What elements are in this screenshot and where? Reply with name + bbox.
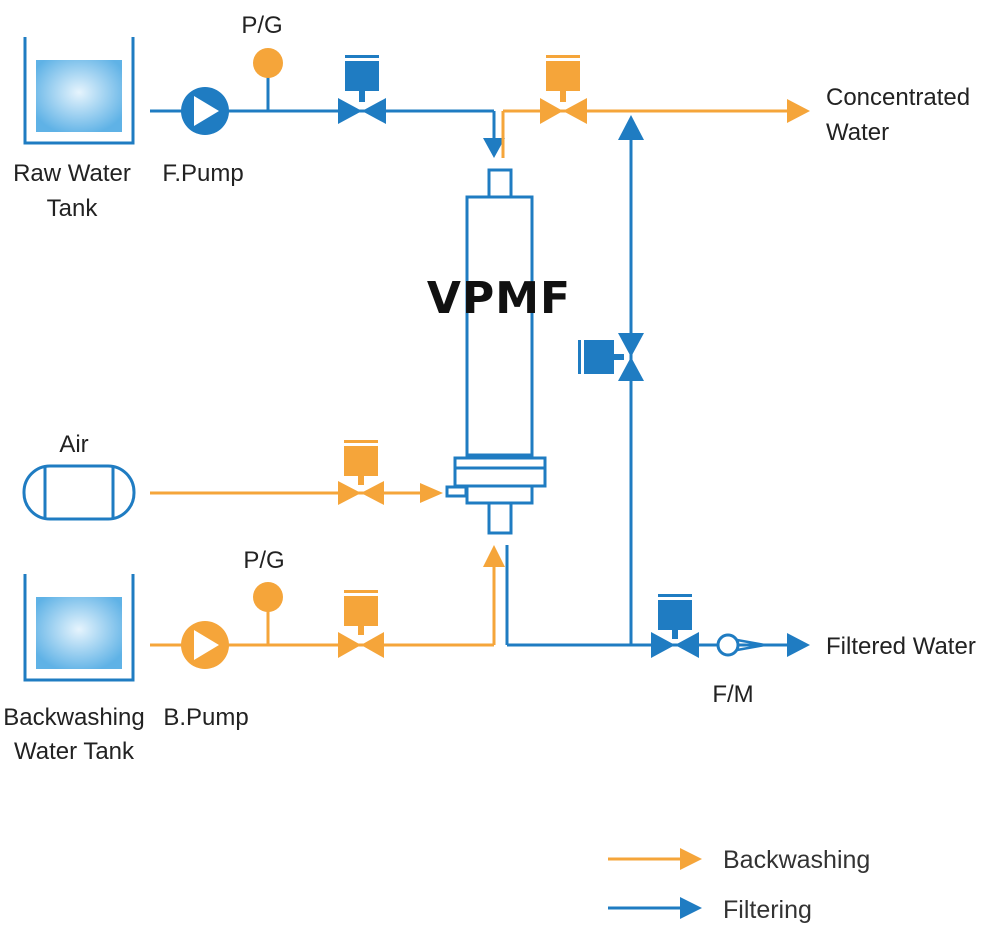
backwash-pump-label: B.Pump xyxy=(163,704,248,731)
air-valve-icon xyxy=(338,440,384,505)
air-vessel-icon xyxy=(22,464,136,521)
raw-water-tank-label-2: Tank xyxy=(47,195,99,222)
backwashing-tank-label-2: Water Tank xyxy=(14,738,135,765)
flow-meter-icon xyxy=(716,633,766,657)
backwash-pump-icon xyxy=(181,621,229,669)
air-label: Air xyxy=(59,431,88,458)
backwash-inlet-arrow-icon xyxy=(483,545,505,567)
filtered-water-label: Filtered Water xyxy=(826,633,976,660)
vpmf-module xyxy=(445,168,547,535)
raw-water-tank-label-1: Raw Water xyxy=(13,160,131,187)
pressure-gauge-bottom-label: P/G xyxy=(243,547,284,574)
backwashing-tank-label-1: Backwashing xyxy=(3,704,144,731)
concentrated-water-label-2: Water xyxy=(826,119,889,146)
filtrate-valve-icon xyxy=(651,594,699,658)
vpmf-title: VPMF xyxy=(427,273,571,324)
feed-valve-icon xyxy=(338,55,386,124)
filtrate-line xyxy=(505,140,790,647)
air-inlet-arrow-icon xyxy=(420,483,443,503)
backwashing-tank-icon xyxy=(23,574,135,682)
recirculation-valve-icon xyxy=(578,333,644,381)
legend: Backwashing Filtering xyxy=(608,846,870,924)
legend-filtering-arrow-icon xyxy=(680,897,702,919)
concentrate-valve-icon xyxy=(540,55,587,124)
pressure-gauge-bottom-icon xyxy=(253,582,283,612)
feed-pump-label: F.Pump xyxy=(162,160,243,187)
backwash-valve-icon xyxy=(338,590,384,658)
pressure-gauge-top-label: P/G xyxy=(241,12,282,39)
filtered-outlet-arrow-icon xyxy=(787,633,810,657)
concentrate-outlet-arrow-icon xyxy=(787,99,810,123)
recirculation-arrow-up-icon xyxy=(618,115,644,140)
feed-pump-icon xyxy=(181,87,229,135)
raw-water-tank-icon xyxy=(23,37,135,145)
flow-meter-label: F/M xyxy=(712,681,753,708)
legend-backwashing-arrow-icon xyxy=(680,848,702,870)
concentrated-water-label-1: Concentrated xyxy=(826,84,970,111)
legend-backwashing-label: Backwashing xyxy=(723,846,870,874)
feed-arrow-down-icon xyxy=(483,138,505,158)
pressure-gauge-top-icon xyxy=(253,48,283,78)
legend-filtering-label: Filtering xyxy=(723,896,812,924)
